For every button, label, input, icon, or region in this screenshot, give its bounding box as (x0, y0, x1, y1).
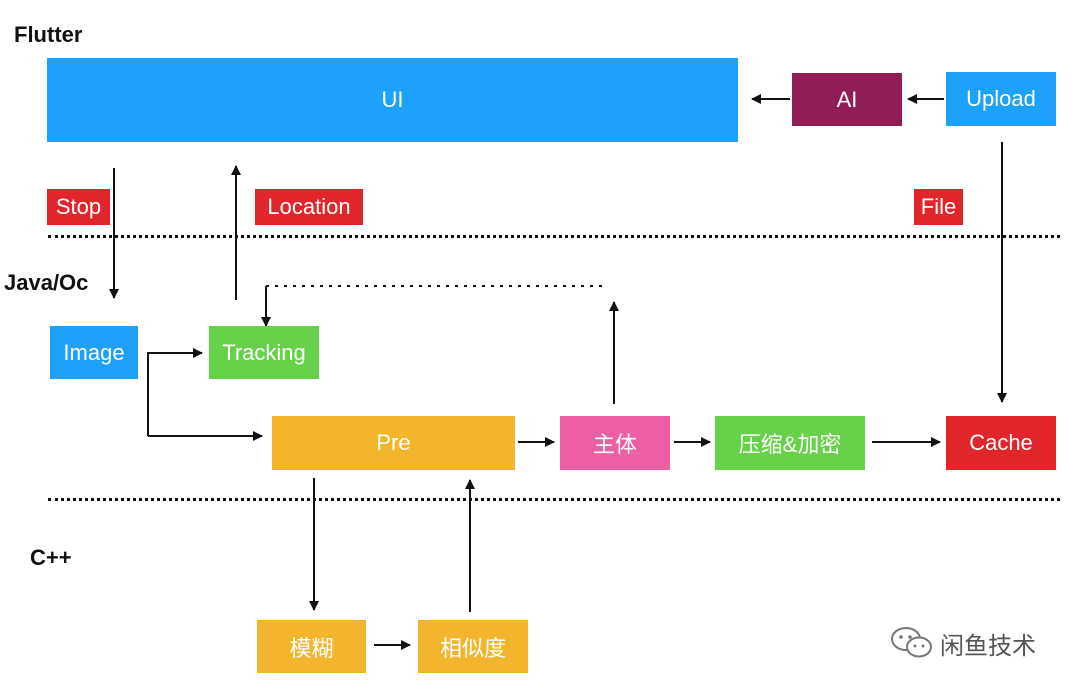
similarity-box: 相似度 (418, 620, 528, 673)
location-tag: Location (255, 189, 363, 225)
pre-box: Pre (272, 416, 515, 470)
blur-box: 模糊 (257, 620, 366, 673)
wechat-icon (891, 627, 932, 658)
layer-label-java-oc: Java/Oc (4, 270, 89, 295)
layer-label-flutter: Flutter (14, 22, 83, 47)
watermark: 闲鱼技术 (890, 625, 1036, 661)
tracking-box: Tracking (209, 326, 319, 379)
arrow-image-to-tracking (147, 348, 203, 436)
ai-box: AI (792, 73, 902, 126)
image-box: Image (50, 326, 138, 379)
upload-box: Upload (946, 72, 1056, 126)
subject-box: 主体 (560, 416, 670, 470)
layer-divider-top (48, 235, 1060, 238)
watermark-text: 闲鱼技术 (940, 631, 1036, 660)
stop-tag: Stop (47, 189, 110, 225)
cache-box: Cache (946, 416, 1056, 470)
layer-label-cpp: C++ (30, 545, 72, 570)
layer-divider-bottom (48, 498, 1060, 501)
file-tag: File (914, 189, 963, 225)
compress-encrypt-box: 压缩&加密 (715, 416, 865, 470)
ui-box: UI (47, 58, 738, 142)
